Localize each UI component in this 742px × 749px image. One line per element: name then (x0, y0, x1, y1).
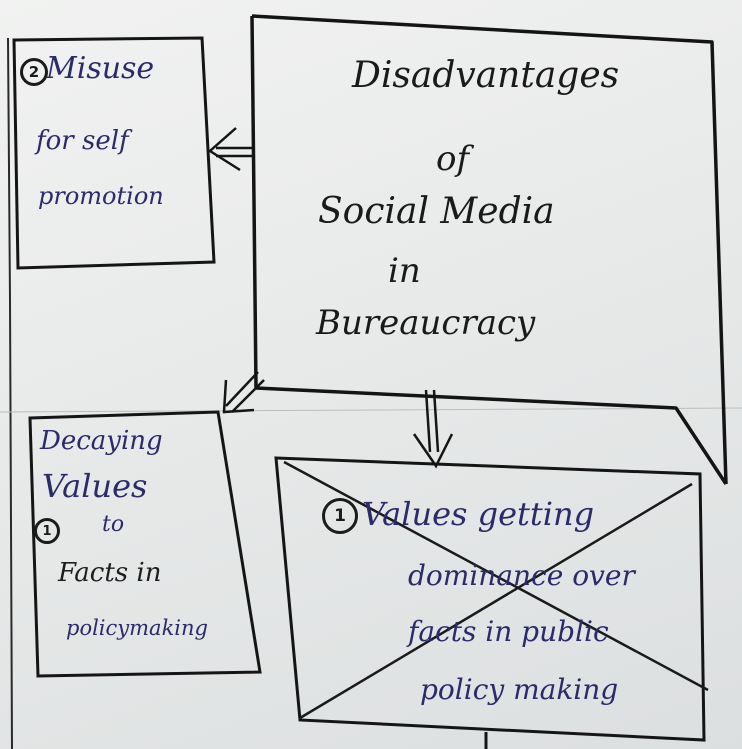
page-margin-line (7, 37, 13, 749)
box-top-left-line-1: Misuse (46, 51, 155, 86)
cross-out-line-1 (283, 460, 709, 692)
number-badge-1-left: 1 (34, 518, 60, 544)
box-bottom-left-line-5: policymaking (66, 616, 208, 640)
center-title-line-4: in (388, 251, 421, 291)
box-top-left-frame (12, 36, 216, 270)
number-badge-2: 2 (20, 58, 48, 86)
arrow-to-top-left (207, 127, 252, 172)
box-bottom-right-line-2: dominance over (408, 559, 635, 592)
number-badge-1-right: 1 (322, 498, 358, 534)
box-bottom-left-line-1: Decaying (40, 426, 163, 456)
cross-out-line-2 (299, 482, 693, 720)
box-bottom-right-frame (274, 456, 706, 742)
center-title-line-2: of (436, 139, 470, 179)
box-bottom-right-line-4: policy making (420, 673, 619, 706)
center-title-line-5: Bureaucracy (316, 303, 536, 343)
arrow-to-bottom-left (222, 371, 265, 414)
box-bottom-right-line-3: facts in public (408, 615, 609, 648)
center-title-line-1: Disadvantages (352, 55, 620, 96)
center-box (250, 14, 728, 485)
box-bottom-right-line-1: Values getting (362, 495, 595, 533)
box-bottom-left-line-3: to (102, 512, 125, 537)
center-title-line-3: Social Media (318, 191, 555, 232)
arrow-to-bottom-right (412, 389, 454, 469)
box-top-left-line-3: promotion (38, 182, 164, 210)
box-top-left-line-2: for self (36, 126, 129, 156)
box-bottom-left-frame (28, 410, 262, 678)
box-bottom-left-line-4: Facts in (58, 558, 162, 588)
box-bottom-left-line-2: Values (42, 467, 148, 505)
ruled-line (0, 407, 742, 413)
